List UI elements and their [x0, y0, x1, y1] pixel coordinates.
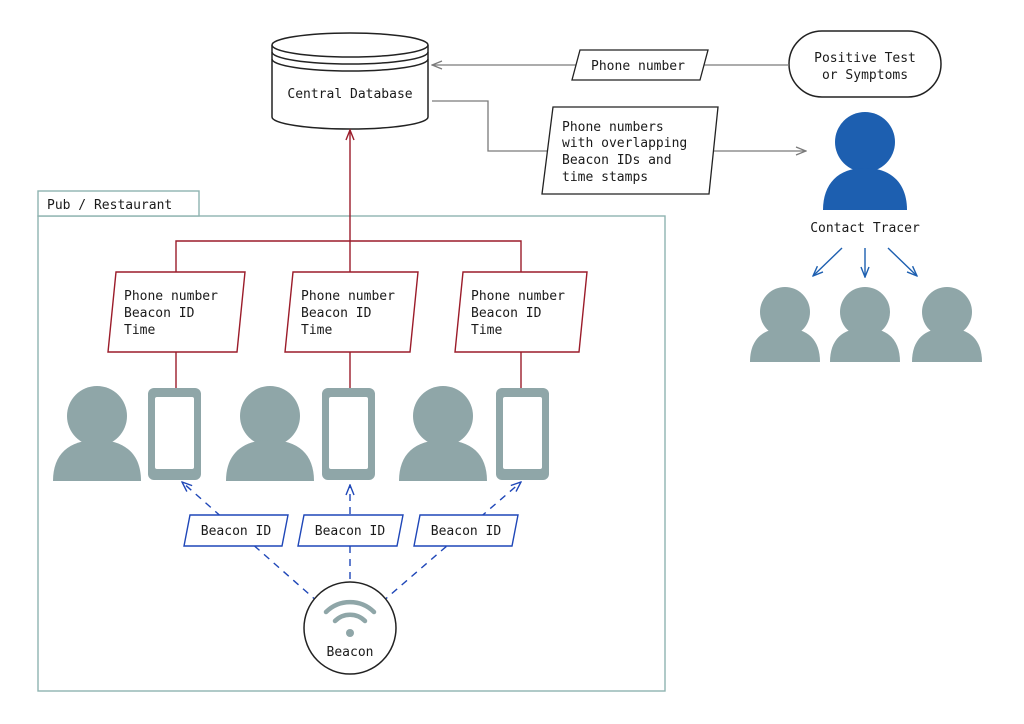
overlap-line-4: time stamps: [562, 170, 648, 185]
phone-number-label: Phone number: [591, 59, 685, 74]
person-icon: [226, 386, 314, 481]
person-icon: [912, 287, 982, 362]
record-line-1: Phone number: [124, 289, 218, 304]
beacon-id-tag: Beacon ID: [183, 514, 289, 547]
database-label: Central Database: [287, 87, 412, 102]
wifi-icon: [323, 599, 377, 637]
person-icon: [830, 287, 900, 362]
beacon-id-tag: Beacon ID: [413, 514, 519, 547]
record-line-2: Beacon ID: [471, 306, 542, 321]
record-line-3: Time: [471, 323, 502, 338]
phone-icon: [322, 388, 375, 480]
record-line-2: Beacon ID: [301, 306, 372, 321]
phone-number-data: Phone number: [571, 49, 709, 81]
person-icon: [399, 386, 487, 481]
data-record: Phone number Beacon ID Time: [284, 271, 419, 353]
data-record: Phone number Beacon ID Time: [107, 271, 246, 353]
beacon-id-label: Beacon ID: [201, 524, 272, 539]
phone-icon: [496, 388, 549, 480]
record-line-1: Phone number: [471, 289, 565, 304]
contact-tracer-label: Contact Tracer: [810, 221, 920, 236]
arrow-icon: [813, 247, 843, 276]
record-line-2: Beacon ID: [124, 306, 195, 321]
record-line-1: Phone number: [301, 289, 395, 304]
overlap-line-3: Beacon IDs and: [562, 153, 672, 168]
person-icon: [750, 287, 820, 362]
overlap-data: Phone numbers with overlapping Beacon ID…: [541, 106, 719, 195]
beacon-id-label: Beacon ID: [431, 524, 502, 539]
record-connectors: [175, 130, 522, 388]
person-icon: [53, 386, 141, 481]
central-database: Central Database: [271, 32, 429, 130]
database-icon: [271, 32, 429, 130]
data-record: Phone number Beacon ID Time: [454, 271, 588, 353]
venue-label: Pub / Restaurant: [47, 198, 172, 213]
contacts-group: [750, 287, 982, 362]
overlap-line-2: with overlapping: [562, 136, 687, 151]
person-icon: [823, 112, 907, 210]
beacon: Beacon: [303, 581, 397, 675]
overlap-line-1: Phone numbers: [562, 120, 664, 135]
beacon-label: Beacon: [327, 645, 374, 660]
positive-test-node: Positive Test or Symptoms: [788, 30, 942, 98]
positive-test-line-2: or Symptoms: [822, 68, 908, 83]
positive-test-line-1: Positive Test: [814, 51, 916, 66]
record-line-3: Time: [301, 323, 332, 338]
customers: [53, 386, 549, 481]
beacon-id-label: Beacon ID: [315, 524, 386, 539]
beacon-id-tag: Beacon ID: [297, 514, 404, 547]
venue: Pub / Restaurant: [37, 190, 666, 692]
record-line-3: Time: [124, 323, 155, 338]
contact-tracer: Contact Tracer: [810, 112, 920, 236]
arrow-icon: [887, 247, 917, 276]
phone-icon: [148, 388, 201, 480]
